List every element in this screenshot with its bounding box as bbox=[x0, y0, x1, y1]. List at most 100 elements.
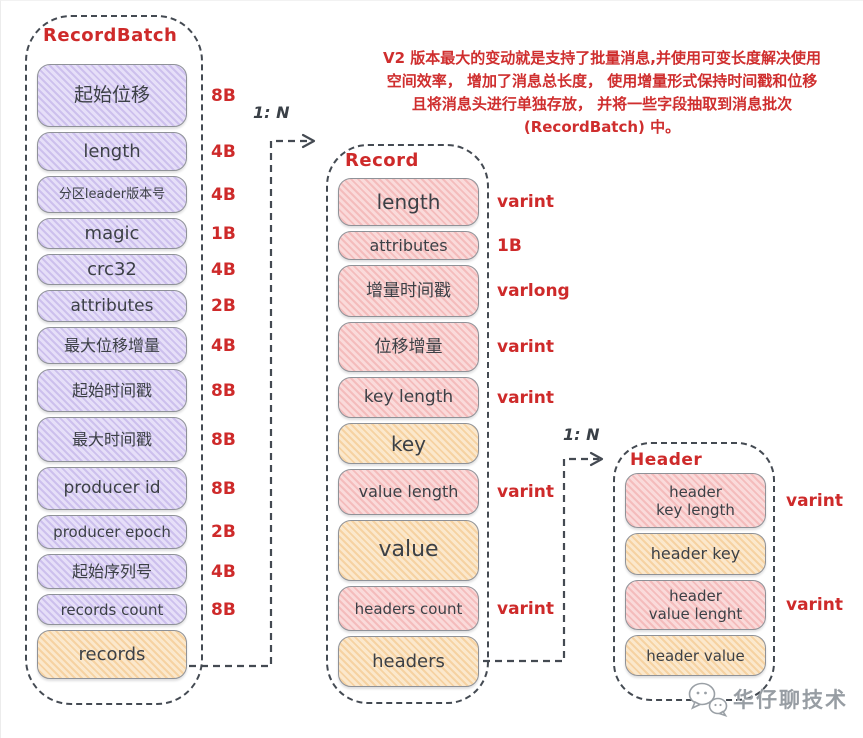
field-size-label: 4B bbox=[211, 184, 236, 205]
field-row: header value bbox=[625, 635, 843, 676]
field-label: key length bbox=[363, 387, 454, 408]
field-label: length bbox=[376, 190, 441, 214]
recordbatch-fields: 起始位移 8B length 4B 分区leader版本号 4B magic 1B crc32 4… bbox=[37, 64, 236, 679]
field-size-label: 1B bbox=[211, 223, 236, 244]
field-box: records bbox=[37, 630, 187, 679]
field-box: value bbox=[338, 520, 479, 581]
field-box: length bbox=[37, 132, 187, 171]
field-box: header value lenght bbox=[625, 580, 766, 630]
field-label: 位移增量 bbox=[374, 336, 443, 357]
watermark: 华仔聊技术 bbox=[687, 680, 848, 718]
field-box: crc32 bbox=[37, 254, 187, 285]
field-box: value length bbox=[338, 469, 479, 515]
field-label: header value lenght bbox=[648, 587, 743, 623]
note-line-1: V2 版本最大的变动就是支持了批量消息,并使用可变长度解决使用 bbox=[383, 49, 821, 67]
field-box: 起始时间戳 bbox=[37, 369, 187, 412]
field-size-label: 4B bbox=[211, 561, 236, 582]
field-label: key bbox=[390, 431, 426, 456]
field-row: 位移增量 varint bbox=[338, 322, 570, 372]
field-label: value length bbox=[358, 482, 459, 502]
field-label: 最大位移增量 bbox=[63, 335, 160, 355]
field-box: records count bbox=[37, 594, 187, 625]
field-size-label: 2B bbox=[211, 522, 236, 542]
field-label: crc32 bbox=[87, 258, 137, 280]
field-label: producer id bbox=[63, 478, 161, 499]
field-row: crc32 4B bbox=[37, 254, 236, 285]
field-size-label: 4B bbox=[211, 141, 236, 162]
field-label: magic bbox=[84, 222, 140, 244]
field-row: 分区leader版本号 4B bbox=[37, 176, 236, 213]
field-label: headers count bbox=[354, 599, 463, 618]
field-box: producer epoch bbox=[37, 515, 187, 549]
field-label: 起始位移 bbox=[73, 84, 150, 107]
field-label: length bbox=[83, 140, 141, 162]
field-box: 增量时间戳 bbox=[338, 265, 479, 317]
field-size-label: varint bbox=[497, 387, 554, 408]
recordbatch-title: RecordBatch bbox=[43, 25, 178, 46]
field-size-label: 4B bbox=[211, 259, 236, 280]
note-line-2: 空间效率， 增加了消息总长度， 使用增量形式保持时间戳和位移 bbox=[386, 72, 818, 90]
field-size-label: 4B bbox=[211, 335, 236, 356]
watermark-text: 华仔聊技术 bbox=[733, 688, 848, 712]
field-row: 最大位移增量 4B bbox=[37, 327, 236, 364]
field-row: length varint bbox=[338, 178, 570, 226]
field-size-label: 8B bbox=[211, 85, 236, 106]
field-label: 增量时间戳 bbox=[366, 280, 451, 301]
field-box: 起始位移 bbox=[37, 64, 187, 127]
field-row: headers bbox=[338, 636, 570, 687]
field-label: 分区leader版本号 bbox=[58, 186, 166, 202]
field-row: headers count varint bbox=[338, 586, 570, 631]
field-box: 位移增量 bbox=[338, 322, 479, 372]
field-row: 起始序列号 4B bbox=[37, 554, 236, 589]
field-box: 最大时间戳 bbox=[37, 417, 187, 462]
field-row: value bbox=[338, 520, 570, 581]
field-label: producer epoch bbox=[53, 523, 171, 541]
headers-cardinality-label: 1: N bbox=[563, 425, 600, 444]
records-cardinality-label: 1: N bbox=[253, 103, 290, 122]
field-label: header value bbox=[646, 646, 745, 665]
note-line-4: (RecordBatch) 中。 bbox=[523, 118, 681, 136]
field-label: value bbox=[378, 537, 439, 563]
field-row: producer id 8B bbox=[37, 467, 236, 510]
field-row: 增量时间戳 varlong bbox=[338, 265, 570, 317]
field-size-label: varint bbox=[497, 598, 554, 619]
field-box: header key length bbox=[625, 473, 766, 528]
field-label: records bbox=[78, 643, 146, 665]
v2-change-note: V2 版本最大的变动就是支持了批量消息,并使用可变长度解决使用 空间效率， 增加… bbox=[341, 47, 863, 139]
field-box: key bbox=[338, 423, 479, 464]
field-size-label: varint bbox=[497, 482, 554, 502]
note-line-3: 且将消息头进行单独存放， 并将一些字段抽取到消息批次 bbox=[411, 95, 793, 113]
field-size-label: 8B bbox=[211, 429, 236, 450]
field-box: headers bbox=[338, 636, 479, 687]
field-box: attributes bbox=[37, 290, 187, 322]
field-box: header key bbox=[625, 533, 766, 575]
wechat-chat-bubbles-icon bbox=[688, 682, 728, 717]
field-size-label: varlong bbox=[497, 281, 570, 301]
field-row: value length varint bbox=[338, 469, 570, 515]
field-row: length 4B bbox=[37, 132, 236, 171]
field-label: 起始时间戳 bbox=[71, 380, 152, 400]
field-size-label: 8B bbox=[211, 599, 236, 620]
field-box: 最大位移增量 bbox=[37, 327, 187, 364]
field-size-label: varint bbox=[497, 192, 554, 212]
field-size-label: varint bbox=[497, 337, 554, 357]
field-label: header key bbox=[650, 544, 741, 564]
field-box: magic bbox=[37, 218, 187, 249]
field-size-label: 8B bbox=[211, 478, 236, 499]
field-label: headers bbox=[372, 650, 445, 672]
field-row: producer epoch 2B bbox=[37, 515, 236, 549]
field-box: key length bbox=[338, 377, 479, 418]
field-box: headers count bbox=[338, 586, 479, 631]
field-row: records bbox=[37, 630, 236, 679]
header-title: Header bbox=[630, 450, 703, 470]
field-box: 起始序列号 bbox=[37, 554, 187, 589]
field-label: attributes bbox=[70, 295, 154, 316]
field-label: 最大时间戳 bbox=[71, 429, 152, 449]
record-title: Record bbox=[345, 150, 419, 171]
